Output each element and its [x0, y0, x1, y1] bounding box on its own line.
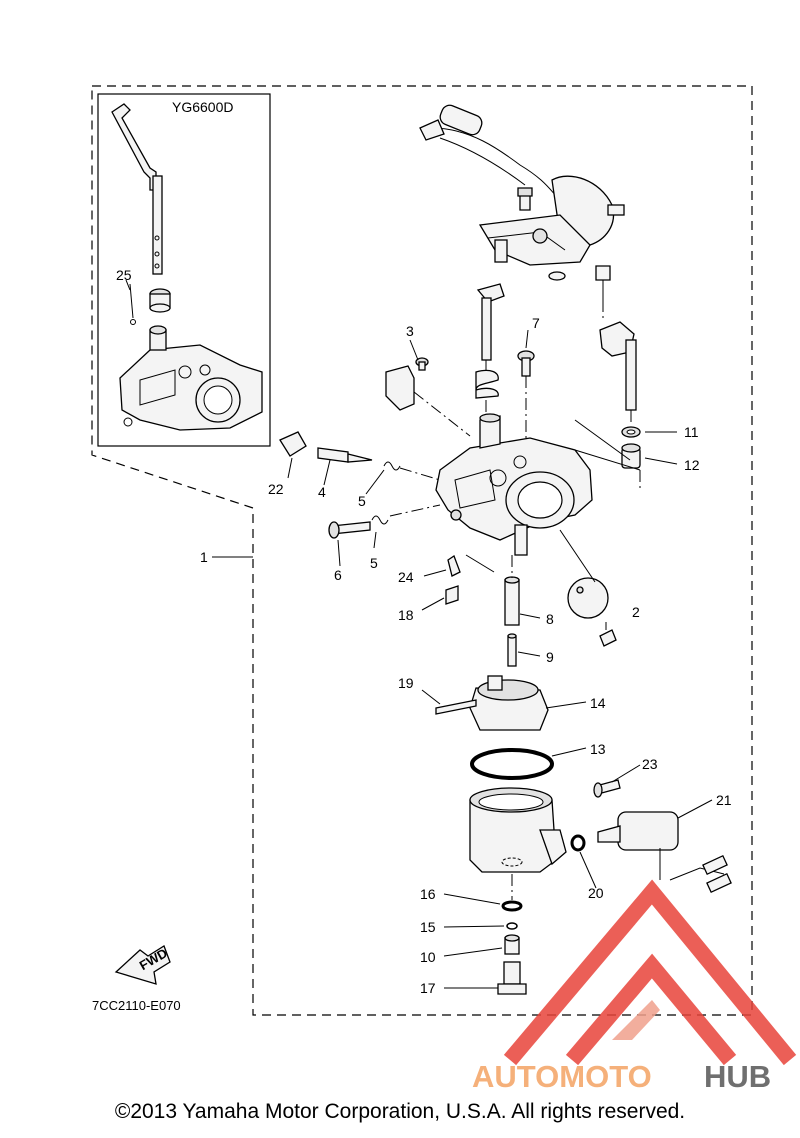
- callout-5a: 5: [358, 493, 366, 509]
- drain-parts: [497, 874, 527, 995]
- callout-25: 25: [116, 267, 132, 283]
- inset-box: [97, 93, 271, 447]
- float: [435, 675, 549, 731]
- callout-8: 8: [546, 611, 554, 627]
- carburetor-body: [435, 413, 641, 556]
- callout-18: 18: [398, 607, 414, 623]
- callout-9: 9: [546, 649, 554, 665]
- watermark-triangle-inner: [565, 953, 737, 1066]
- screw-7: [517, 350, 535, 440]
- copyright-notice: ©2013 Yamaha Motor Corporation, U.S.A. A…: [114, 1100, 686, 1123]
- inset-choke-rod: [111, 103, 163, 275]
- top-solenoid-assembly: [419, 104, 625, 320]
- drawing-code: 7CC2110-E070: [92, 998, 181, 1013]
- callout-20: 20: [588, 885, 604, 901]
- callout-14: 14: [590, 695, 606, 711]
- fuel-cut-solenoid: [570, 779, 732, 894]
- callout-24: 24: [398, 569, 414, 585]
- callout-2: 2: [632, 604, 640, 620]
- callout-11: 11: [684, 424, 699, 440]
- callout-23: 23: [642, 756, 658, 772]
- watermark-center-mark: [612, 1000, 660, 1040]
- leader-lines: [125, 279, 713, 989]
- main-jet-group: [445, 554, 520, 667]
- callout-4: 4: [318, 484, 326, 500]
- callout-22: 22: [268, 481, 284, 497]
- side-cover: [559, 529, 617, 647]
- throttle-lever: [599, 321, 641, 469]
- callout-labels: 1 2 3 4 5 5 6 7 8 9 10 11 12 13 14 15 16…: [116, 267, 732, 996]
- choke-shaft: [475, 283, 505, 430]
- callout-12: 12: [684, 457, 700, 473]
- callout-7: 7: [532, 315, 540, 331]
- callout-19: 19: [398, 675, 414, 691]
- callout-13: 13: [590, 741, 606, 757]
- float-bowl-gasket: [470, 748, 554, 780]
- assembly-boundary: [91, 85, 753, 1016]
- watermark-text-b: HUB: [704, 1059, 771, 1094]
- watermark-triangle-outer: [503, 879, 797, 1066]
- inset-plug: [129, 283, 171, 325]
- inset-model-label: YG6600D: [172, 99, 233, 115]
- watermark-logo: [503, 879, 797, 1066]
- callout-5b: 5: [370, 555, 378, 571]
- watermark-text-a: AUTOMOTO: [472, 1059, 652, 1094]
- pilot-screw-group: [279, 431, 441, 539]
- callout-15: 15: [420, 919, 436, 935]
- float-bowl: [469, 787, 567, 873]
- callout-1: 1: [200, 549, 208, 565]
- callout-6: 6: [334, 567, 342, 583]
- callout-16: 16: [420, 886, 436, 902]
- callout-3: 3: [406, 323, 414, 339]
- callout-21: 21: [716, 792, 732, 808]
- fwd-arrow: FWD: [114, 945, 171, 985]
- cover-plate: [385, 357, 471, 437]
- callout-10: 10: [420, 949, 436, 965]
- inset-carb-body: [119, 325, 263, 431]
- callout-17: 17: [420, 980, 436, 996]
